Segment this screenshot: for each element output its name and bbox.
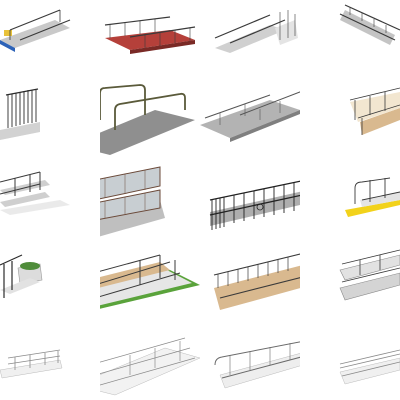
tile-ramp-planter-stair[interactable]	[0, 240, 100, 320]
ramp-deck	[215, 25, 285, 53]
tile-ramp-black-bar-long[interactable]	[200, 160, 300, 240]
tile-ramp-grass-switchback[interactable]	[100, 240, 200, 320]
handrail	[9, 9, 61, 31]
tile-ramp-long-gray[interactable]	[300, 0, 400, 80]
handrail	[129, 26, 196, 38]
red-deck	[105, 30, 195, 50]
handrail	[100, 84, 146, 115]
ramp-deck	[100, 110, 195, 155]
tile-ramp-wood-bridge[interactable]	[200, 240, 300, 320]
landing	[275, 20, 298, 45]
wood-deck	[360, 108, 400, 135]
tactile-strip	[345, 200, 400, 217]
tile-ramp-white-multi-level[interactable]	[100, 320, 200, 400]
tile-ramp-gray-platform-rails[interactable]	[200, 80, 300, 160]
tile-ramp-white-long-rail[interactable]	[200, 320, 300, 400]
tile-ramp-gray-blue-edge[interactable]	[0, 0, 100, 80]
tile-ramp-switchback-shadow[interactable]	[0, 160, 100, 240]
fence-rail	[5, 88, 39, 96]
wood-deck	[214, 265, 300, 310]
yellow-mark	[4, 30, 12, 36]
tile-ramp-switchback-landing[interactable]	[200, 0, 300, 80]
planter-plants	[20, 262, 40, 270]
ramp-deck	[200, 100, 300, 138]
handrail	[104, 16, 171, 26]
tile-ramp-white-parallel[interactable]	[300, 320, 400, 400]
tile-ramp-yellow-tactile[interactable]	[300, 160, 400, 240]
tile-ramp-red-deck[interactable]	[100, 0, 200, 80]
handrail	[114, 92, 186, 111]
tile-ramp-double-handrail-dark[interactable]	[100, 80, 200, 160]
tile-ramp-concrete-switchback[interactable]	[300, 240, 400, 320]
blue-edge	[0, 40, 15, 52]
tile-ramp-wood-deck-frame[interactable]	[300, 80, 400, 160]
tile-ramp-mesh-panel-switchback[interactable]	[100, 160, 200, 240]
tile-ramp-white-small[interactable]	[0, 320, 100, 400]
handrail	[19, 19, 71, 41]
tile-ramp-black-fence-stairs[interactable]	[0, 80, 100, 160]
platform	[0, 122, 40, 140]
